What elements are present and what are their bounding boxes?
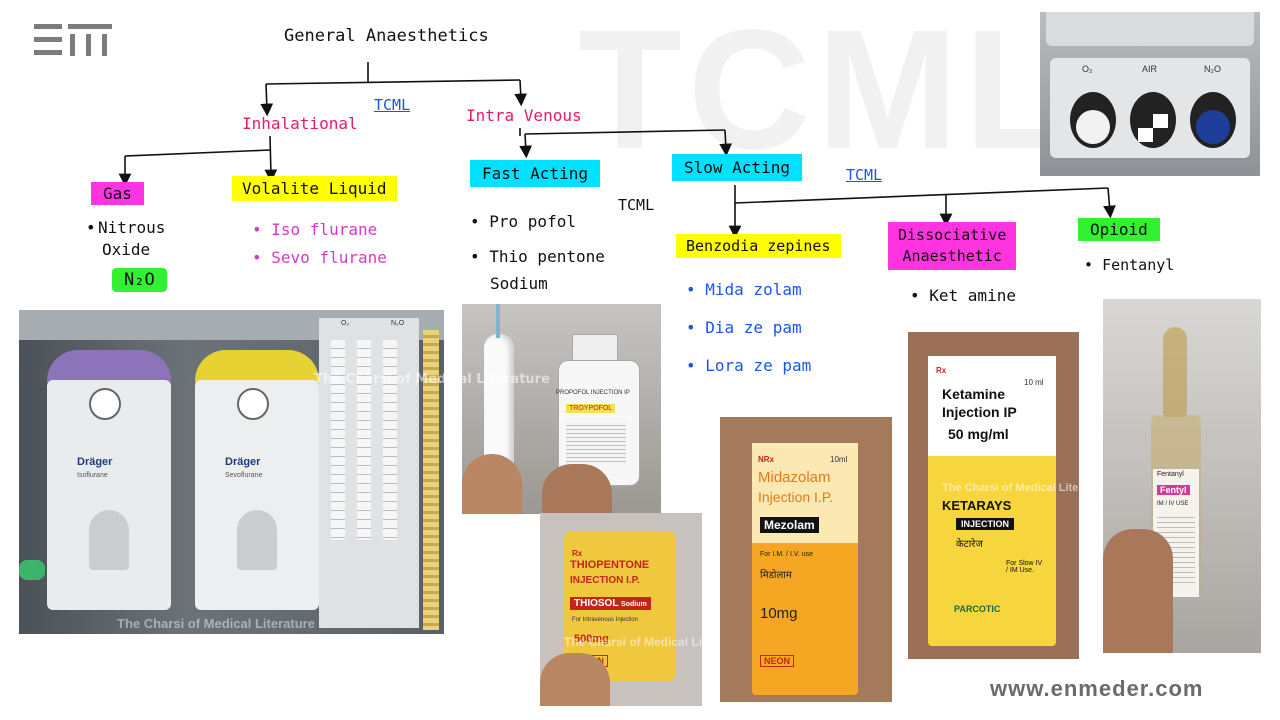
thiopentone-brand: THIOSOL Sodium bbox=[570, 597, 651, 610]
photo-thiopentone: Rx THIOPENTONE INJECTION I.P. THIOSOL So… bbox=[540, 513, 702, 706]
fast-item-sodium: Sodium bbox=[490, 274, 548, 293]
photo-fentanyl: Fentanyl Fentyl IM / IV USE bbox=[1103, 299, 1261, 653]
gas-node: Gas bbox=[91, 182, 144, 205]
slow-acting-node: Slow Acting bbox=[672, 154, 802, 181]
tcml-label-2: TCML bbox=[618, 196, 655, 214]
ketamine-volume: 10 ml bbox=[1024, 378, 1044, 387]
o2-knob-icon bbox=[1070, 92, 1116, 148]
midazolam-rx: NRx bbox=[758, 455, 775, 464]
dissociative-line-1: Dissociative bbox=[898, 226, 1007, 244]
dissociative-item-ketamine: • Ket amine bbox=[910, 286, 1016, 305]
root-node-general-anaesthetics: General Anaesthetics bbox=[284, 26, 489, 46]
midazolam-maker: NEON bbox=[760, 655, 795, 667]
iso-dial-icon bbox=[89, 388, 121, 420]
volatile-item-isoflurane: • Iso flurane bbox=[252, 220, 378, 239]
gas-item-nitrous: Nitrous bbox=[98, 218, 166, 237]
photo-propofol: PROPOFOL INJECTION IP TROYPOFOL bbox=[462, 304, 661, 514]
photo-credit-thiopentone: The Charsi of Medical Literature bbox=[564, 635, 702, 649]
midazolam-brand: Mezolam bbox=[760, 517, 819, 533]
knob-label-air: AIR bbox=[1142, 64, 1158, 74]
volatile-liquid-node: Volalite Liquid bbox=[232, 176, 397, 201]
ketamine-brand: KETARAYS bbox=[942, 498, 1012, 513]
sevo-dial-icon bbox=[237, 388, 269, 420]
propofol-brand-label: TROYPOFOL bbox=[566, 404, 616, 413]
ketamine-rx: Rx bbox=[936, 366, 947, 375]
photo-vaporizers: Dräger Isoflurane Dräger Sevoflurane O₂ … bbox=[19, 310, 444, 634]
vaporizer-brand-iso: Dräger bbox=[77, 456, 113, 468]
ketamine-use: For Slow IV / IM Use. bbox=[1006, 560, 1043, 574]
knob-label-o2: O₂ bbox=[1082, 64, 1093, 74]
fentanyl-brand: Fentyl bbox=[1157, 485, 1190, 495]
ketamine-name-line3: 50 mg/ml bbox=[948, 426, 1009, 442]
thiopentone-name-line1: THIOPENTONE bbox=[570, 559, 650, 571]
gas-formula-n2o: N₂O bbox=[112, 268, 167, 292]
ketamine-maker: PARCOTIC bbox=[954, 604, 1001, 614]
vaporizer-agent-sevo: Sevoflurane bbox=[225, 472, 263, 479]
ketamine-hindi: केटारेज bbox=[956, 539, 983, 550]
benzo-item-lorazepam: • Lora ze pam bbox=[686, 356, 812, 375]
intravenous-node: Intra Venous bbox=[466, 106, 582, 125]
scale-label-n2o: N₂O bbox=[391, 320, 405, 327]
vaporizer-agent-iso: Isoflurane bbox=[77, 472, 108, 479]
thiopentone-note: For Intravenous Injection bbox=[572, 617, 639, 623]
photo-flowmeter-knobs: O₂ AIR N₂O bbox=[1040, 12, 1260, 176]
ketamine-name-line1: Ketamine bbox=[942, 386, 1006, 402]
photo-credit-vaporizers: The Charsi of Medical Literature bbox=[117, 616, 315, 631]
vaporizer-brand-sevo: Dräger bbox=[225, 456, 261, 468]
gas-item-bullet-icon: • bbox=[86, 218, 96, 237]
benzodiazepines-node: Benzodia zepines bbox=[676, 234, 841, 258]
ketamine-name-line2: Injection IP bbox=[942, 404, 1017, 420]
inhalational-node: Inhalational bbox=[242, 114, 358, 133]
ketamine-type: INJECTION bbox=[956, 518, 1015, 530]
benzo-item-diazepam: • Dia ze pam bbox=[686, 318, 802, 337]
thiopentone-rx: Rx bbox=[572, 549, 583, 558]
midazolam-hindi: मिडोलाम bbox=[760, 570, 792, 581]
fast-acting-node: Fast Acting bbox=[470, 160, 600, 187]
opioid-item-fentanyl: • Fentanyl bbox=[1084, 256, 1175, 274]
air-knob-icon bbox=[1130, 92, 1176, 148]
site-url[interactable]: www.enmeder.com bbox=[990, 676, 1204, 701]
n2o-knob-icon bbox=[1190, 92, 1236, 148]
scale-label-o2: O₂ bbox=[341, 320, 350, 327]
enmeder-logo-icon bbox=[34, 24, 112, 60]
fast-item-propofol: • Pro pofol bbox=[470, 212, 576, 231]
volatile-item-sevoflurane: • Sevo flurane bbox=[252, 248, 387, 267]
fentanyl-ampoule-label: Fentanyl bbox=[1157, 471, 1184, 478]
opioid-node: Opioid bbox=[1078, 218, 1160, 241]
tcml-label-1: TCML bbox=[374, 96, 411, 114]
thiopentone-name-line2: INJECTION I.P. bbox=[570, 575, 640, 586]
thiopentone-dose: 500mg bbox=[574, 633, 609, 645]
midazolam-volume: 10ml bbox=[830, 455, 848, 464]
photo-credit-overlay-1: The Charsi of Medical Literature bbox=[314, 372, 550, 387]
midazolam-name-line1: Midazolam bbox=[758, 469, 831, 486]
midazolam-name-line2: Injection I.P. bbox=[758, 489, 834, 505]
propofol-vial-label: PROPOFOL INJECTION IP bbox=[556, 390, 630, 396]
midazolam-dose: 10mg bbox=[760, 605, 798, 622]
dissociative-line-2: Anaesthetic bbox=[902, 247, 1002, 265]
midazolam-use: For I.M. / I.V. use bbox=[760, 551, 814, 558]
photo-credit-ketamine: The Charsi of Medical Literature bbox=[942, 482, 1079, 494]
photo-midazolam: NRx 10ml Midazolam Injection I.P. Mezola… bbox=[720, 417, 892, 702]
knob-label-n2o: N₂O bbox=[1204, 64, 1221, 74]
fast-item-thiopentone: • Thio pentone bbox=[470, 247, 605, 266]
gas-item-oxide: Oxide bbox=[102, 240, 151, 259]
photo-ketamine: Rx 10 ml Ketamine Injection IP 50 mg/ml … bbox=[908, 332, 1079, 659]
benzo-item-midazolam: • Mida zolam bbox=[686, 280, 802, 299]
tcml-label-3: TCML bbox=[846, 166, 883, 184]
fentanyl-route: IM / IV USE bbox=[1157, 501, 1189, 507]
tcml-watermark: TCML bbox=[578, 0, 1075, 185]
dissociative-node: Dissociative Anaesthetic bbox=[888, 222, 1017, 270]
